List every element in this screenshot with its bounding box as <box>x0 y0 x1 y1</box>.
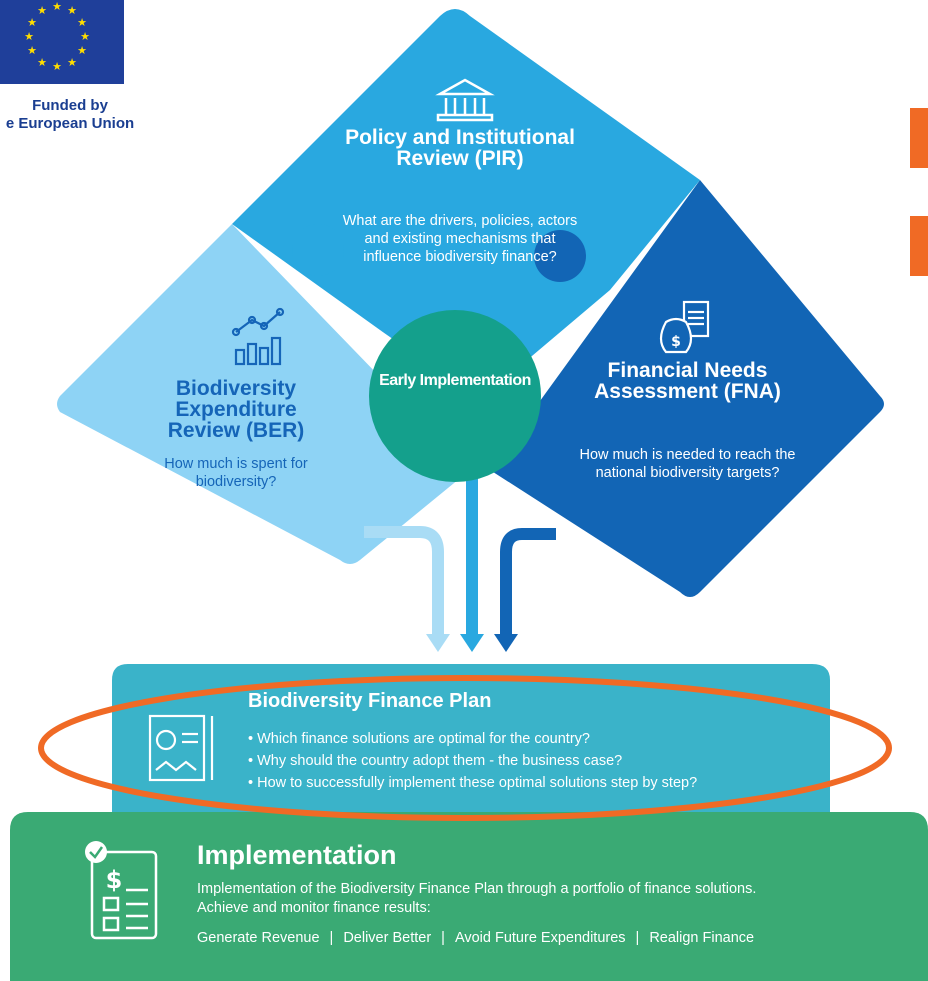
puzzle-knob-left <box>292 224 344 276</box>
result-realign-finance: Realign Finance <box>649 930 755 946</box>
early-implementation-label: Early Implementation <box>379 372 531 389</box>
pir-title: Policy and Institutional Review (PIR) <box>345 126 575 170</box>
plan-document-icon <box>148 714 214 782</box>
result-separator: | <box>329 930 334 946</box>
svg-text:$: $ <box>671 334 681 350</box>
puzzle-knob-right <box>534 230 586 282</box>
svg-text:★: ★ <box>77 44 87 57</box>
ber-title: Biodiversity Expenditure Review (BER) <box>167 377 305 442</box>
cut-off-heading-fragment <box>906 100 928 280</box>
money-bag-invoice-icon: $ <box>659 300 710 354</box>
svg-text:★: ★ <box>67 56 77 69</box>
bfp-question: Which finance solutions are optimal for … <box>248 728 697 750</box>
ber-description: How much is spent for biodiversity? <box>164 456 308 490</box>
bfp-question: How to successfully implement these opti… <box>248 772 697 794</box>
svg-text:★: ★ <box>67 4 77 17</box>
svg-text:★: ★ <box>52 0 62 13</box>
eu-flag-icon: ★★★ ★★★ ★★★ ★★★ <box>0 0 124 84</box>
finance-results-list: Generate Revenue | Deliver Better | Avoid Fu… <box>197 930 754 946</box>
result-separator: | <box>635 930 640 946</box>
svg-text:★: ★ <box>37 56 47 69</box>
implementation-description: Implementation of the Biodiversity Finan… <box>197 881 757 916</box>
result-deliver-better: Deliver Better <box>343 930 432 946</box>
ber-puzzle-piece <box>57 224 470 564</box>
ber-arrow <box>364 526 444 640</box>
fna-arrow <box>500 528 556 640</box>
svg-text:★: ★ <box>27 16 37 29</box>
highlight-ellipse <box>38 675 892 821</box>
implementation-panel <box>10 812 928 981</box>
ber-arrow-head <box>426 634 450 652</box>
early-implementation-circle <box>369 310 541 482</box>
fna-description: How much is needed to reach the national… <box>579 447 796 481</box>
svg-text:★: ★ <box>24 30 34 43</box>
bfp-question-list: Which finance solutions are optimal for … <box>248 728 697 794</box>
fna-arrow-head <box>494 634 518 652</box>
svg-text:★: ★ <box>80 30 90 43</box>
pir-description: What are the drivers, policies, actors a… <box>342 213 578 265</box>
eu-label-line1: Funded by <box>32 97 108 114</box>
svg-text:★: ★ <box>37 4 47 17</box>
svg-text:★: ★ <box>27 44 37 57</box>
early-arrow-head <box>460 634 484 652</box>
growth-chart-icon <box>231 307 285 366</box>
result-avoid-future-expenditures: Avoid Future Expenditures <box>454 930 626 946</box>
fna-puzzle-piece <box>490 180 884 597</box>
pir-puzzle-piece <box>232 9 700 400</box>
svg-text:★: ★ <box>52 60 62 73</box>
result-separator: | <box>441 930 445 946</box>
checklist-money-icon: $ <box>85 841 158 940</box>
eu-label-line2: e European Union <box>5 115 135 132</box>
institution-icon <box>435 78 495 122</box>
bfp-question: Why should the country adopt them - the … <box>248 750 697 772</box>
bfp-title: Biodiversity Finance Plan <box>248 690 492 712</box>
eu-funding-label: Funded by e European Union <box>0 97 140 133</box>
result-generate-revenue: Generate Revenue <box>197 930 320 946</box>
implementation-title: Implementation <box>197 840 397 870</box>
svg-text:$: $ <box>106 866 123 894</box>
fna-title: Financial Needs Assessment (FNA) <box>594 359 781 403</box>
svg-text:★: ★ <box>77 16 87 29</box>
